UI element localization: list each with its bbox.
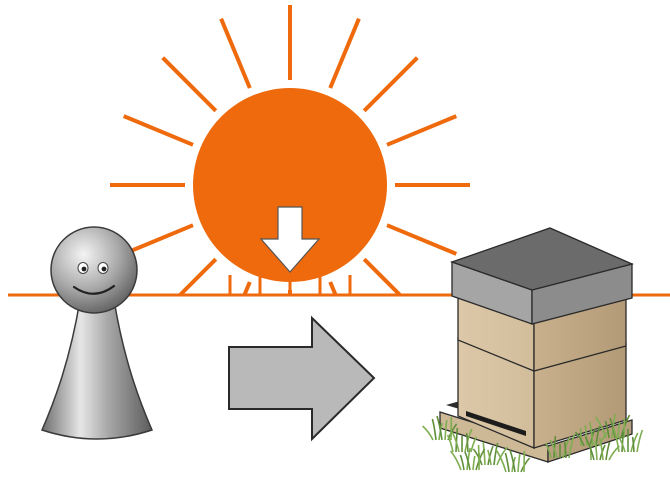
grass-blade	[487, 449, 492, 466]
grass-blade	[549, 439, 558, 459]
sun-ray	[219, 17, 252, 89]
grass-blade	[470, 436, 478, 453]
grass-blade	[475, 448, 486, 471]
grass-blade	[464, 451, 471, 471]
sun-icon	[193, 88, 387, 282]
grass-blade	[584, 436, 595, 461]
hive-roof	[450, 227, 634, 291]
grass-blade	[594, 416, 607, 439]
grass-blade	[574, 431, 585, 447]
sun-ray	[362, 257, 402, 297]
sun-ray	[242, 281, 252, 296]
grass-icon	[422, 413, 644, 473]
grass-blade	[594, 440, 598, 461]
grass-blade	[455, 427, 459, 453]
grass-blade	[517, 453, 521, 473]
sun-ray	[362, 56, 419, 113]
grass-blade	[609, 417, 616, 439]
sun-ray	[161, 56, 218, 113]
sun-rays	[110, 5, 470, 297]
grass-blade	[466, 447, 471, 471]
person-figure-icon	[40, 226, 154, 440]
grass-blade	[562, 436, 571, 459]
grass-blade	[465, 432, 469, 453]
grass-blade	[589, 421, 594, 447]
grass-blade	[422, 425, 434, 441]
grass-blade	[509, 449, 516, 473]
grass-blade	[494, 448, 507, 473]
grass-blade	[631, 436, 635, 453]
grass-blade	[584, 424, 588, 447]
grass-blade	[436, 415, 443, 441]
sun-ray	[122, 114, 194, 147]
sun-ray	[386, 114, 458, 147]
sun-ray	[328, 17, 361, 89]
grass-blade	[504, 452, 510, 473]
grass-blade	[605, 441, 611, 461]
grass-blade	[520, 457, 531, 473]
grass-blade	[553, 435, 557, 459]
arrow-down-icon	[259, 206, 321, 273]
sun-ray	[328, 281, 338, 296]
grass-blade	[482, 441, 486, 466]
grass-blade	[608, 445, 620, 461]
grass-blade	[544, 442, 552, 459]
grass-blade	[472, 455, 476, 471]
grass-blade	[563, 440, 567, 459]
grass-blade	[611, 413, 616, 439]
grass-blade	[604, 420, 610, 439]
grass-blade	[612, 427, 620, 453]
grass-blade	[449, 450, 462, 471]
grass-blade	[568, 433, 576, 459]
grass-blade	[621, 431, 625, 453]
grass-blade	[493, 442, 499, 466]
beehive-icon	[439, 227, 634, 463]
grass-blade	[446, 434, 454, 453]
grass-blade	[630, 432, 639, 453]
grass-blade	[599, 437, 604, 461]
grass-blade	[431, 418, 437, 441]
grass-blade	[459, 454, 465, 471]
sun-ray	[386, 223, 458, 256]
grass-blade	[444, 419, 448, 441]
grass-blade	[617, 435, 626, 453]
grass-blade	[451, 431, 460, 453]
sun-ray	[122, 223, 194, 256]
sun-ray	[178, 257, 218, 297]
arrow-right-icon	[228, 315, 376, 442]
grass-blade	[636, 429, 644, 453]
grass-blade	[487, 445, 494, 466]
grass-blade	[472, 448, 483, 466]
grass-blade	[496, 446, 509, 466]
grass-blade	[464, 428, 473, 453]
